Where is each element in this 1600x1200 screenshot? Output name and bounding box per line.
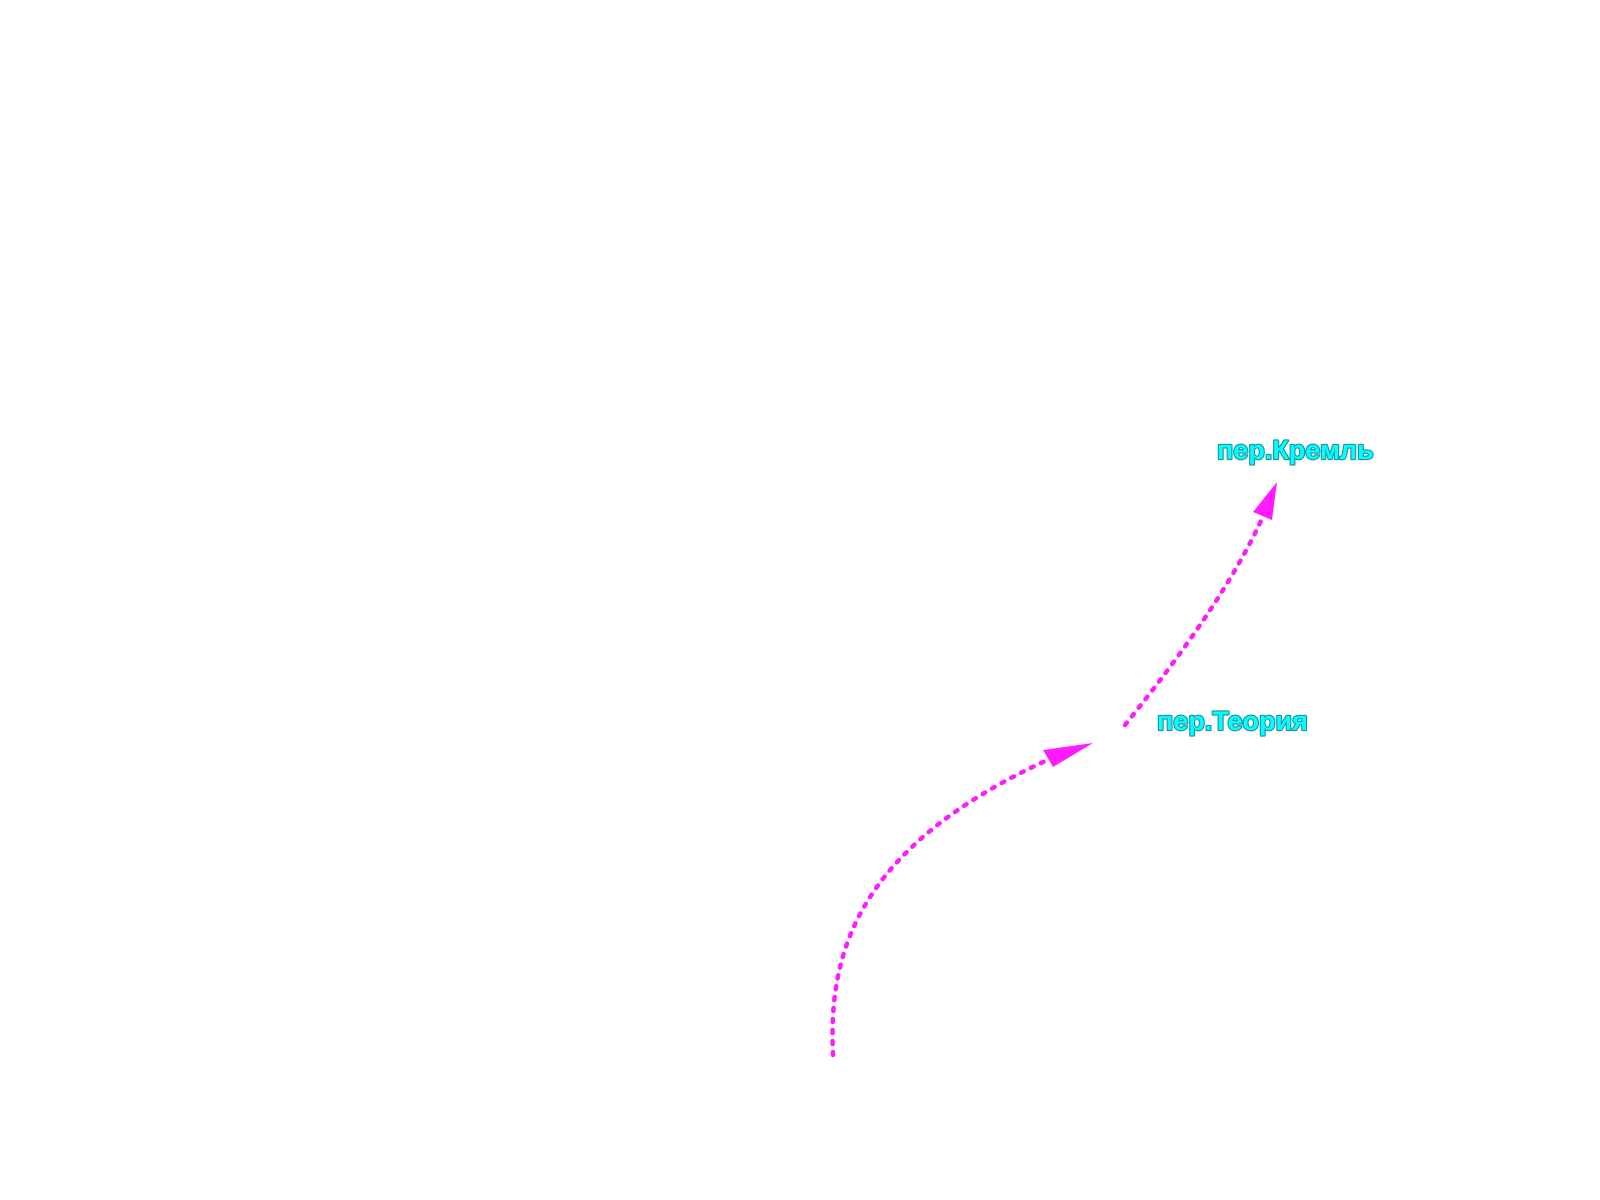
route-arrowhead-kreml	[1253, 482, 1277, 520]
place-label-kreml: пер.Кремль	[1217, 435, 1374, 465]
route-segment-to-teoriya	[830, 747, 1073, 1058]
place-label-teoriya: пер.Теория	[1157, 706, 1308, 736]
route-segment-to-kreml	[1122, 509, 1268, 728]
route-arrowhead-teoriya	[1043, 743, 1093, 767]
